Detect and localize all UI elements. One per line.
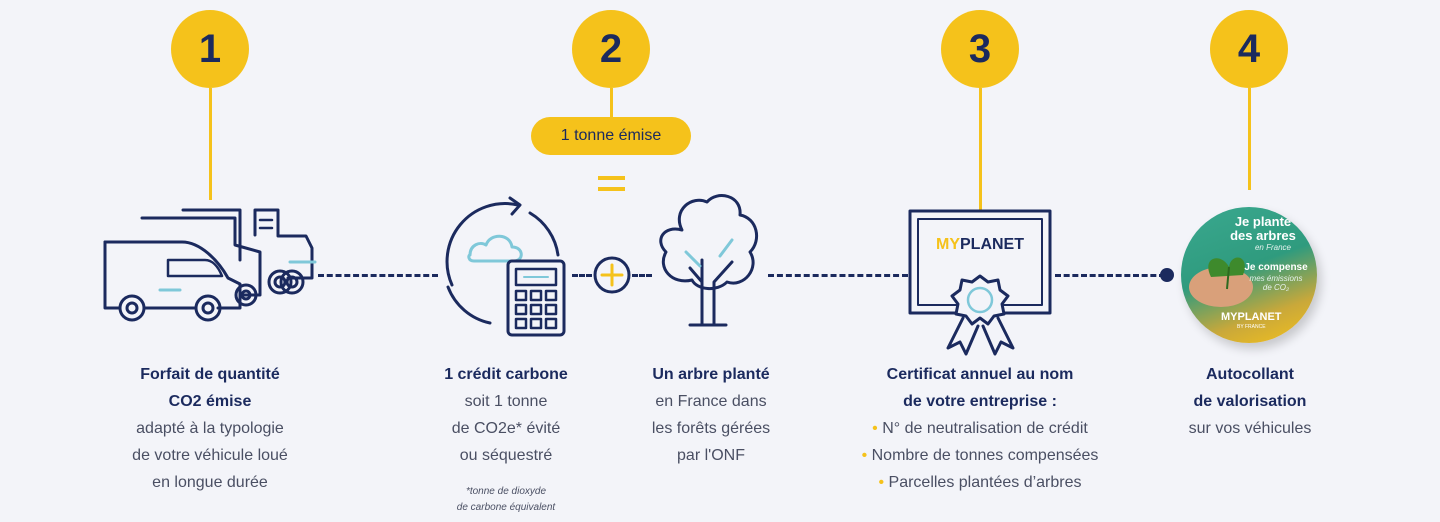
block2-line1: 1 crédit carbone <box>444 366 568 383</box>
connector-line <box>979 88 982 210</box>
end-dot <box>1160 268 1174 282</box>
connector-line <box>1248 88 1251 190</box>
sticker-line6: de CO₂ <box>1262 283 1290 292</box>
step-3-badge: 3 <box>941 10 1019 88</box>
bullet2-text: Nombre de tonnes compensées <box>871 447 1099 464</box>
sticker-line3: en France <box>1254 243 1292 252</box>
note-line1: *tonne de dioxyde <box>465 486 547 497</box>
myplanet-logo: MYPLANET <box>936 236 1024 253</box>
block2-line3: de CO2e* évité <box>451 420 561 437</box>
block2-line2: soit 1 tonne <box>464 393 548 410</box>
dashed-line <box>768 274 908 277</box>
plant-hands-icon <box>1189 257 1253 307</box>
block1-line1: Forfait de quantité <box>140 366 280 383</box>
step-3-description: Certificat annuel au nom de votre entrep… <box>830 361 1130 496</box>
connector-line <box>610 88 613 118</box>
block4-bullet2: Nombre de tonnes compensées <box>830 442 1130 469</box>
block1-line3: adapté à la typologie <box>136 420 284 437</box>
block3-line2: en France dans <box>655 393 767 410</box>
step-1-badge: 1 <box>171 10 249 88</box>
sticker-brand-sub: BY FRANCE <box>1237 324 1266 330</box>
block4-line1: Certificat annuel au nom <box>886 366 1074 383</box>
block5-line3: sur vos véhicules <box>1188 420 1312 437</box>
block2-line4: ou séquestré <box>459 447 553 464</box>
plus-icon <box>593 256 631 294</box>
block4-line2: de votre entreprise : <box>903 393 1057 410</box>
dashed-line <box>1055 274 1165 277</box>
dashed-line <box>318 274 438 277</box>
carbon-credit-icon <box>445 196 566 337</box>
sticker-image: Je plante des arbres en France Je compen… <box>1181 207 1317 343</box>
step-2-badge: 2 <box>572 10 650 88</box>
sticker-line4: Je compense <box>1244 262 1308 273</box>
block5-line2: de valorisation <box>1193 393 1307 410</box>
block5-line1: Autocollant <box>1206 366 1294 383</box>
tree-icon <box>659 194 759 327</box>
sticker-brand: MYPLANET <box>1221 311 1282 323</box>
step-4-badge: 4 <box>1210 10 1288 88</box>
block4-bullet1: N° de neutralisation de crédit <box>830 415 1130 442</box>
dashed-line <box>572 274 592 277</box>
equals-sign-top <box>598 176 625 180</box>
note-line2: de carbone équivalent <box>456 502 556 513</box>
step-4-description: Autocollant de valorisation sur vos véhi… <box>1160 361 1340 442</box>
tonne-emise-pill: 1 tonne émise <box>531 117 691 155</box>
step-2a-description: 1 crédit carbone soit 1 tonne de CO2e* é… <box>416 361 596 469</box>
certificate-icon <box>908 209 1052 356</box>
block1-line5: en longue durée <box>152 474 268 491</box>
step-1-description: Forfait de quantité CO2 émise adapté à l… <box>90 361 330 496</box>
vehicles-icon <box>103 208 317 322</box>
sticker-line5: mes émissions <box>1249 274 1303 283</box>
block4-bullet3: Parcelles plantées d’arbres <box>830 469 1130 496</box>
dashed-line <box>632 274 652 277</box>
step-2b-description: Un arbre planté en France dans les forêt… <box>616 361 806 469</box>
block1-line2: CO2 émise <box>168 393 252 410</box>
equals-sign-bottom <box>598 187 625 191</box>
block3-line3: les forêts gérées <box>651 420 771 437</box>
connector-line <box>209 88 212 200</box>
block3-line1: Un arbre planté <box>652 366 770 383</box>
bullet3-text: Parcelles plantées d’arbres <box>888 474 1082 491</box>
bullet1-text: N° de neutralisation de crédit <box>882 420 1088 437</box>
sticker-line1: Je plante <box>1234 214 1292 229</box>
block1-line4: de votre véhicule loué <box>132 447 288 464</box>
co2e-footnote: *tonne de dioxyde de carbone équivalent <box>416 484 596 516</box>
block3-line4: par l'ONF <box>677 447 745 464</box>
sticker-line2: des arbres <box>1230 228 1296 243</box>
